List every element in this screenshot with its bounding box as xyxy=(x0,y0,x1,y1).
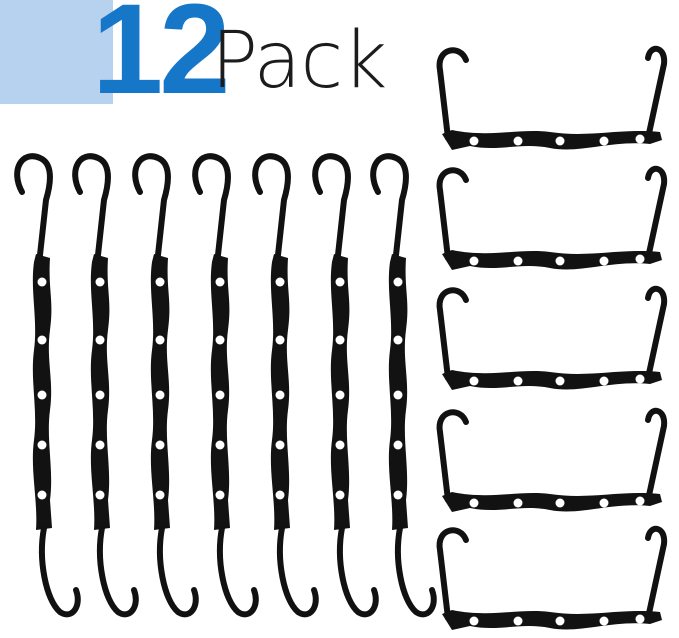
vertical-hanger xyxy=(135,156,196,614)
horizontal-hanger xyxy=(440,49,665,150)
horizontal-hanger xyxy=(440,169,665,270)
vertical-hanger xyxy=(17,156,78,614)
pack-count: 12 xyxy=(92,0,230,121)
vertical-hanger xyxy=(195,156,256,614)
vertical-hanger xyxy=(373,156,434,614)
horizontal-hanger xyxy=(440,529,665,630)
vertical-hanger xyxy=(255,156,316,614)
horizontal-hanger xyxy=(440,411,665,512)
vertical-hanger xyxy=(315,156,376,614)
pack-word: Pack xyxy=(211,16,387,106)
title-background xyxy=(0,0,113,104)
vertical-hanger xyxy=(75,156,136,614)
horizontal-hanger xyxy=(440,289,665,390)
